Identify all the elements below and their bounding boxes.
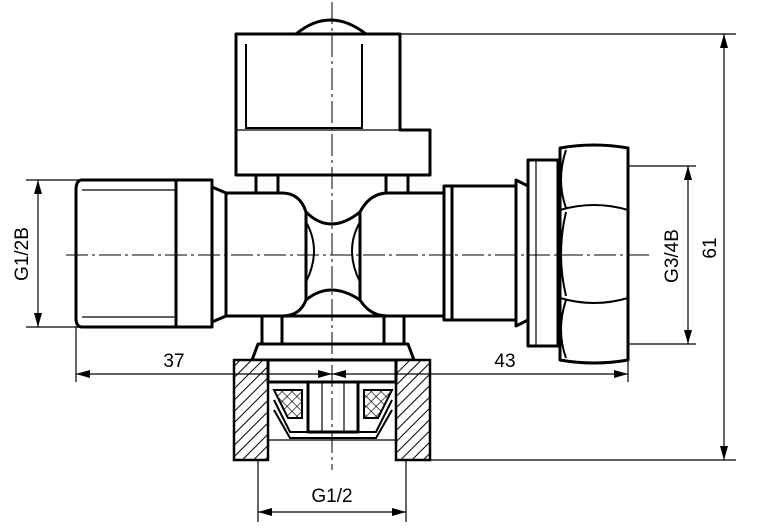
bottom-nut-section: [232, 342, 432, 462]
height-label: 61: [700, 237, 721, 258]
valve-handle: [234, 18, 432, 177]
right-thread-label: G3/4B: [662, 229, 683, 283]
left-thread-connector: [74, 178, 228, 329]
right-hex-nut: [558, 143, 630, 365]
dimension-labels: G1/2B G3/4B 61 37 43 G1/2: [12, 227, 721, 507]
valve-body: [224, 191, 446, 346]
dimension-lines: [26, 33, 736, 522]
center-lines: [66, 2, 652, 470]
bottom-thread-label: G1/2: [311, 486, 352, 507]
valve-stem: [254, 173, 410, 195]
right-length-label: 43: [494, 351, 515, 372]
left-length-label: 37: [163, 351, 184, 372]
right-thread-connector: [442, 158, 560, 348]
left-thread-label: G1/2B: [12, 227, 33, 281]
